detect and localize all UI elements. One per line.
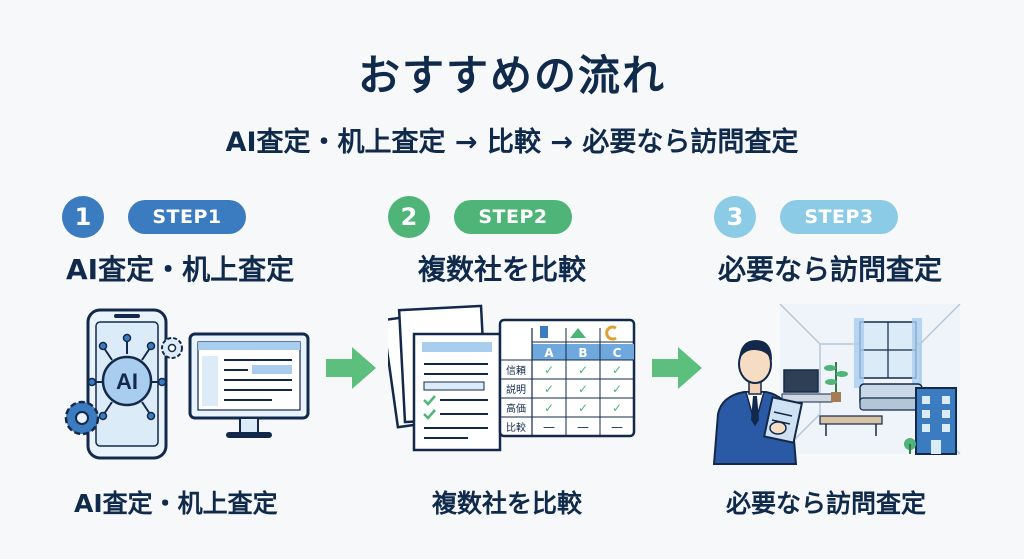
appraiser-person-icon	[712, 340, 804, 465]
check-icon: ✓	[578, 382, 588, 396]
check-icon: ✓	[578, 363, 588, 377]
table-row-label: 比較	[506, 421, 526, 434]
step-3: 3 STEP3 必要なら訪問査定	[710, 196, 1024, 556]
step-1-title: AI査定・机上査定	[66, 253, 295, 286]
step-1-caption: AI査定・机上査定	[74, 489, 278, 518]
desktop-monitor-icon	[188, 332, 310, 438]
step-1: 1 STEP1 AI査定・机上査定 AI	[62, 196, 382, 556]
flow-summary: AI査定・机上査定 → 比較 → 必要なら訪問査定	[225, 127, 799, 158]
home-visit-illustration	[712, 304, 961, 465]
arrow-right-icon	[652, 347, 702, 389]
check-icon: ✓	[612, 382, 622, 396]
company-b-logo-icon	[570, 328, 586, 338]
step-2-caption: 複数社を比較	[432, 489, 583, 518]
ai-brain-icon: AI	[87, 333, 167, 421]
table-row-label: 高価	[506, 402, 526, 415]
check-icon: ✓	[612, 401, 622, 415]
check-icon: ✓	[544, 382, 554, 396]
step-2-number-badge: 2	[388, 196, 430, 238]
small-gear-icon	[161, 337, 183, 359]
step-3-caption: 必要なら訪問査定	[726, 489, 927, 518]
table-col-header: A	[544, 346, 554, 360]
office-building-icon	[904, 387, 957, 455]
step-3-label-pill: STEP3	[780, 200, 898, 234]
arrow-right-icon	[326, 347, 376, 389]
company-a-logo-icon	[540, 326, 548, 338]
document-stack-icon	[388, 304, 502, 452]
check-icon: ✓	[578, 401, 588, 415]
step-2-header: 2 STEP2	[388, 196, 708, 240]
comparison-table: A B C 信頼 説明 高価 比較 ✓ ✓ ✓ ✓ ✓ ✓ ✓ ✓ ✓ — — …	[498, 318, 636, 438]
step-3-header: 3 STEP3	[710, 196, 1024, 240]
step-3-title: 必要なら訪問査定	[718, 253, 943, 286]
dash-icon: —	[577, 420, 589, 434]
check-icon: ✓	[612, 363, 622, 377]
step-2: 2 STEP2 複数社を比較	[388, 196, 708, 556]
company-c-logo-icon	[605, 325, 617, 341]
dash-icon: —	[543, 420, 555, 434]
table-col-header: B	[578, 346, 587, 360]
step-2-title: 複数社を比較	[418, 253, 587, 286]
table-row-label: 信頼	[506, 365, 526, 377]
step-1-number-badge: 1	[62, 196, 104, 238]
step-1-label-pill: STEP1	[128, 200, 246, 234]
dash-icon: —	[611, 420, 623, 434]
comparison-documents-illustration: A B C 信頼 説明 高価 比較 ✓ ✓ ✓ ✓ ✓ ✓ ✓ ✓ ✓ — — …	[388, 304, 636, 452]
page-title: おすすめの流れ	[357, 51, 666, 100]
table-row-label: 説明	[506, 383, 526, 396]
ai-icon-text: AI	[116, 369, 138, 394]
step-2-label-pill: STEP2	[454, 200, 572, 234]
check-icon: ✓	[544, 363, 554, 377]
ai-devices-illustration: AI	[64, 308, 310, 460]
check-icon: ✓	[544, 401, 554, 415]
gear-icon	[64, 400, 100, 436]
table-col-header: C	[613, 346, 622, 360]
step-3-number-badge: 3	[714, 196, 756, 238]
step-1-header: 1 STEP1	[62, 196, 382, 240]
